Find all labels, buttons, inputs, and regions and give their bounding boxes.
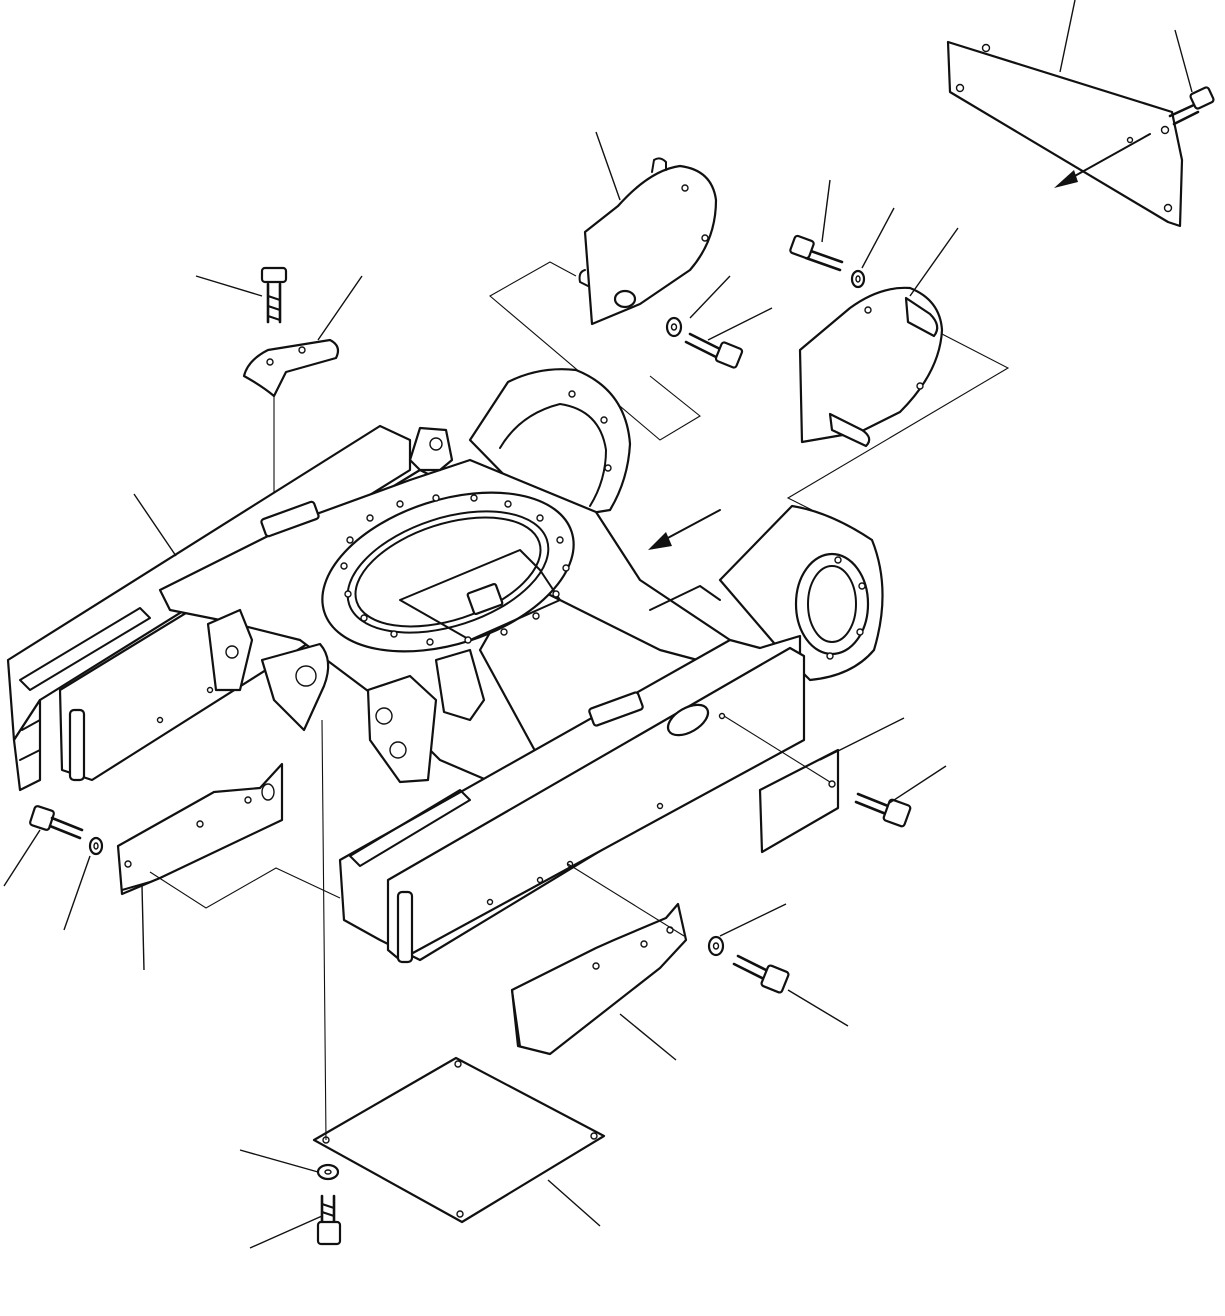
left-side-cover [118,764,282,894]
leader-line [690,276,730,318]
leader-line [820,718,904,760]
leader-line [196,276,262,296]
lower-side-cover [512,904,686,1054]
leader-line [708,308,772,340]
leader-line [888,766,946,804]
leader-line [788,990,848,1026]
leader-line [318,276,362,340]
assembly-guide-line [568,864,684,936]
leader-line [862,208,894,268]
direction-arrow [648,510,720,550]
clip-bolt [262,268,286,322]
cover-plate-bolt [1170,87,1214,124]
leader-line [720,904,786,936]
right-cover-bolt [790,235,864,287]
track-guard-clip [244,340,338,396]
assembly-guide-line [724,716,830,782]
assembly-guide-line [490,262,700,440]
leader-line [64,856,90,930]
leader-line [1175,30,1192,92]
motor-cover-washer [667,318,681,336]
lower-cover-bolt [709,937,789,993]
rear-cover-plate [948,42,1182,226]
leader-line [134,494,176,556]
leader-line [620,1014,676,1060]
access-cover-plate [760,750,838,852]
leader-line [822,180,830,242]
leader-line [548,1180,600,1226]
leader-line [142,886,144,970]
motor-cover-bolt [686,334,743,368]
leader-line [240,1150,318,1172]
leader-line [910,228,958,296]
leader-line [1060,0,1075,72]
leader-line [4,830,40,886]
motor-cover-right [800,288,942,446]
track-frame [8,369,883,962]
access-cover-bolt [856,794,911,827]
motor-cover-upper [580,158,716,324]
assembly-guide-line [150,868,340,908]
leader-line [250,1216,322,1248]
left-cover-bolt [29,805,102,854]
under-cover-plate [314,1058,604,1222]
under-cover-bolt [318,1165,340,1244]
direction-arrow [1054,134,1150,188]
slewing-ring-bolt-holes [341,495,569,645]
leader-line [596,132,620,200]
assembly-guide-line [788,334,1008,510]
assembly-guide-line [322,720,326,1140]
